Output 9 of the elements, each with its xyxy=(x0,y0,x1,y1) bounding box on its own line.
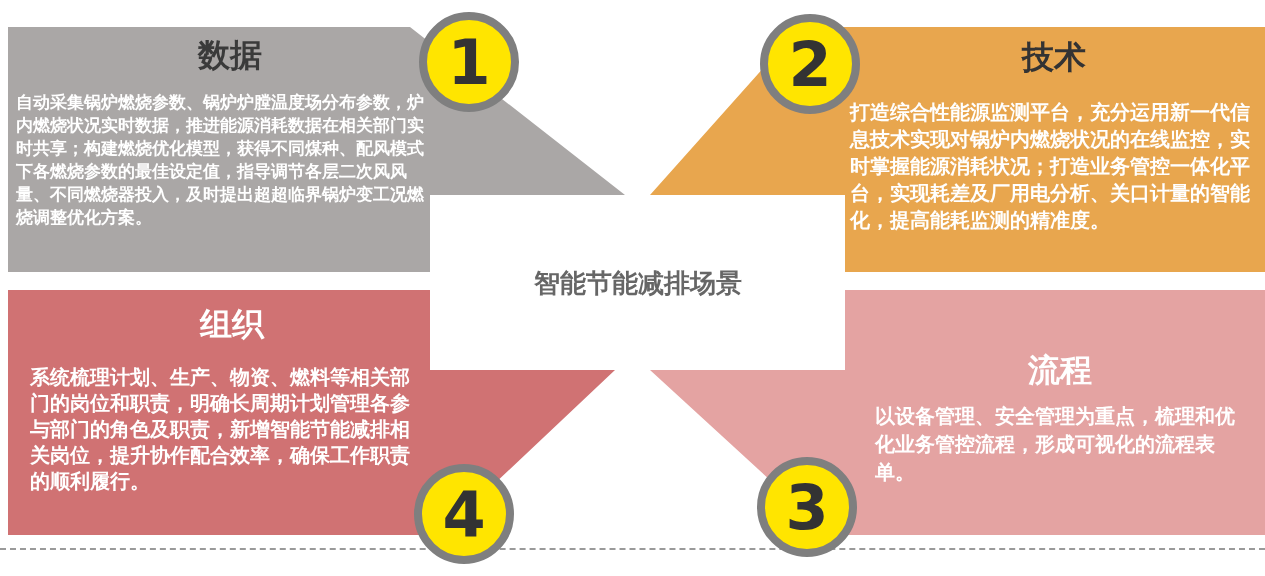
panel-title: 流程 xyxy=(1028,352,1092,388)
center-title: 智能节能减排场景 xyxy=(532,267,743,300)
panel-title: 组织 xyxy=(200,306,264,342)
panel-text: 系统梳理计划、生产、物资、燃料等相关部门的岗位和职责，明确长周期计划管理各参与部门的角色及职责，新增智能节能减排相关岗位，提升协作配合效率，确保工作职责的顺利履行。 xyxy=(30,364,411,494)
panel-title: 技术 xyxy=(1022,39,1086,75)
number-circle: 3 xyxy=(757,457,857,557)
panel-title: 数据 xyxy=(198,37,262,73)
number-circle: 4 xyxy=(414,464,514,564)
panel-text: 以设备管理、安全管理为重点，梳理和优化业务管控流程，形成可视化的流程表单。 xyxy=(875,403,1236,486)
